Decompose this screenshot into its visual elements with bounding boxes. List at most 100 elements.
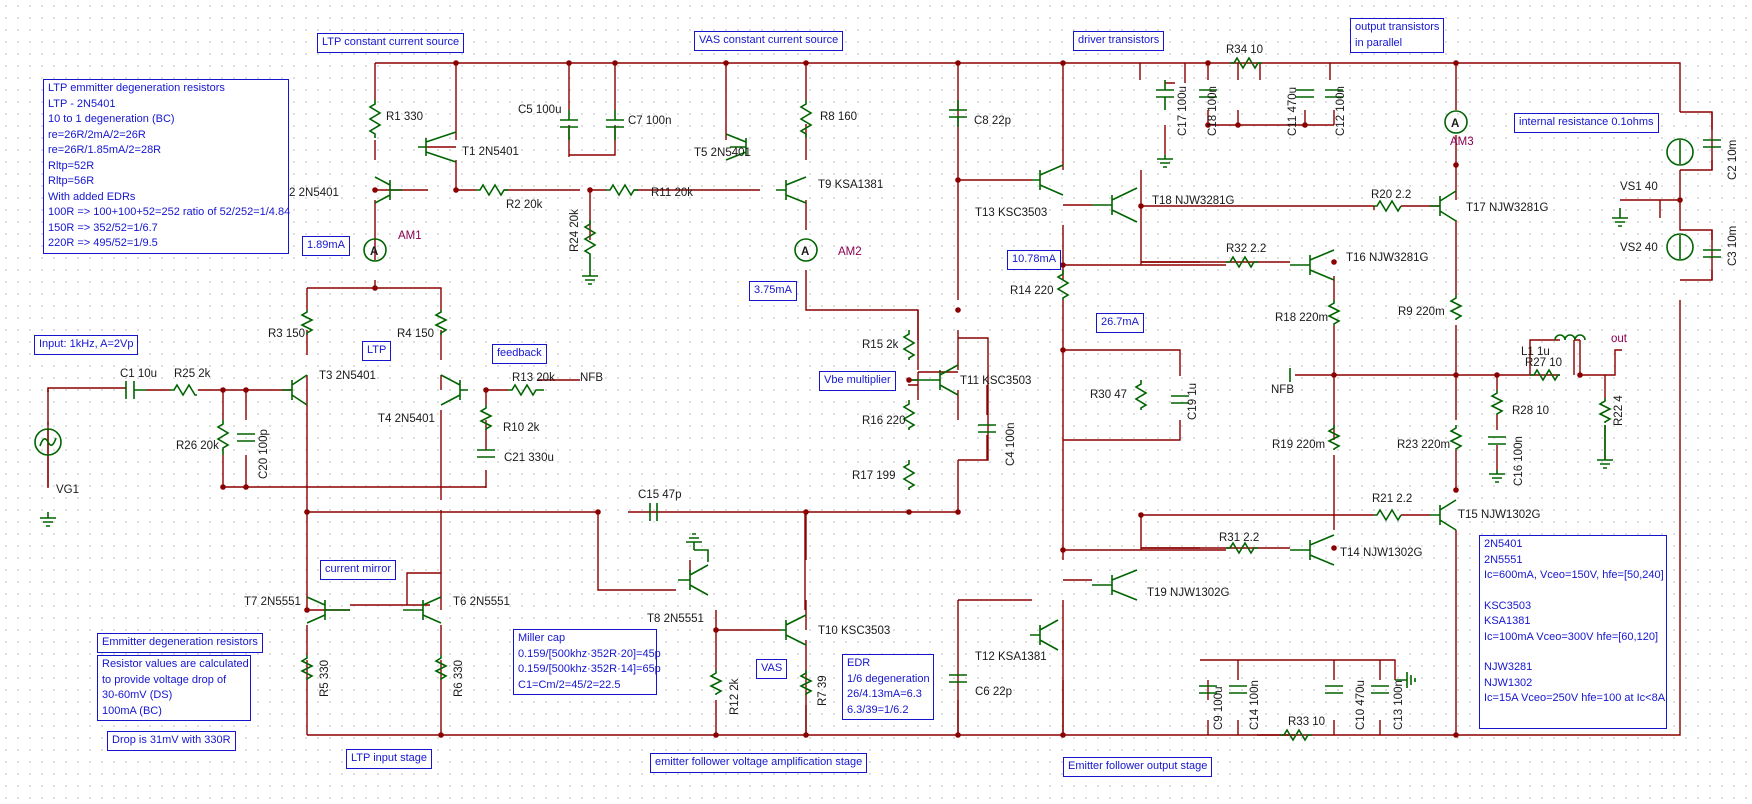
label-c20: C20 100p — [258, 429, 270, 479]
resistor-r26 — [216, 420, 230, 455]
label-c16: C16 100n — [1513, 436, 1525, 486]
resistor-r12 — [709, 670, 723, 695]
note-line — [1484, 584, 1662, 599]
transistor-t6 — [403, 596, 442, 624]
transistor-t16 — [1290, 249, 1335, 281]
label-r2: R2 20k — [506, 199, 543, 211]
label-c3: C3 10m — [1727, 226, 1739, 266]
note-line: LTP - 2N5401 — [48, 97, 116, 110]
transistor-t3 — [282, 374, 308, 406]
label-c21: C21 330u — [504, 452, 554, 464]
label-r22: R22 4 — [1613, 395, 1625, 426]
label-r27: R27 10 — [1525, 357, 1562, 369]
resistor-r14 — [1056, 270, 1070, 300]
note-line: Rltp=56R — [48, 175, 95, 187]
label-r19: R19 220m — [1272, 439, 1325, 451]
resistor-r6 — [434, 655, 448, 680]
svg-text:A: A — [1451, 118, 1459, 130]
resistor-r24 — [582, 220, 598, 285]
capacitor-c15 — [649, 503, 658, 521]
transistor-t5 — [725, 133, 747, 161]
note-line: 100R => 100+100+52=252 ratio of 52/252=1… — [48, 206, 291, 218]
note-line: 26/4.13mA=6.3 — [847, 688, 922, 700]
label-r28: R28 10 — [1512, 405, 1549, 417]
transistor-t17 — [1430, 190, 1457, 222]
note-line: NJW1302 — [1484, 676, 1533, 689]
note-line: Resistor values are calculated — [102, 658, 249, 670]
ground-icon — [1612, 208, 1628, 227]
note-line: Ic=15A Vceo=250V hfe=100 at Ic<8A — [1484, 692, 1666, 704]
label-c11: C11 470u — [1287, 87, 1299, 136]
note-line: 2N5401 — [1484, 538, 1523, 550]
label-t6: T6 2N5551 — [453, 596, 510, 608]
label-vg1: VG1 — [56, 484, 79, 496]
note-line: C1=Cm/2=45/2=22.5 — [518, 678, 621, 691]
label-ltp-constant-current-source: LTP constant current source — [317, 33, 465, 53]
label-r33: R33 10 — [1288, 716, 1325, 728]
resistor-r25 — [170, 383, 197, 397]
capacitor-c2 — [1703, 139, 1721, 148]
capacitor-c13 — [1371, 685, 1389, 694]
note-line: 30-60mV (DS) — [102, 689, 173, 701]
resistor-r8 — [799, 100, 813, 138]
label-r15: R15 2k — [862, 339, 899, 351]
capacitor-c4 — [978, 424, 996, 433]
transistor-t10 — [780, 614, 807, 646]
label-t17: T17 NJW3281G — [1466, 202, 1549, 214]
resistor-r18 — [1327, 300, 1341, 325]
label-c17: C17 100u — [1177, 86, 1189, 136]
label-input: Input: 1kHz, A=2Vp — [34, 335, 139, 355]
wires — [47, 62, 1713, 736]
label-ltp: LTP — [362, 341, 392, 361]
resistor-r5 — [300, 655, 314, 680]
note-line: 0.159/[500khz·352R·14]=65p — [518, 663, 661, 675]
capacitor-c10 — [1325, 685, 1343, 694]
label-ef-vas-stage: emitter follower voltage amplification s… — [650, 753, 868, 773]
note-line — [1484, 645, 1662, 660]
note-line: Rltp=52R — [48, 159, 95, 172]
label-vas: VAS — [756, 659, 788, 679]
label-r3: R3 150 — [268, 328, 305, 340]
label-t7: T7 2N5551 — [244, 596, 301, 608]
label-vs2: VS2 40 — [1620, 242, 1658, 254]
components: A A A — [34, 56, 1721, 742]
label-am2: AM2 — [838, 246, 862, 258]
label-r11: R11 20k — [651, 187, 693, 199]
resistor-r22 — [1597, 398, 1613, 469]
note-line: re=26R/2mA/2=26R — [48, 128, 146, 141]
transistor-t8 — [678, 549, 709, 596]
note-line: 2N5551 — [1484, 553, 1523, 566]
transistor-t1 — [418, 131, 457, 163]
label-r30: R30 47 — [1090, 389, 1127, 401]
note-line: 6.3/39=1/6.2 — [847, 703, 909, 716]
note-edr: EDR 1/6 degeneration 26/4.13mA=6.3 6.3/3… — [842, 654, 934, 720]
label-c15: C15 47p — [638, 489, 681, 501]
resistor-r16 — [902, 400, 916, 430]
label-r5: R5 330 — [319, 660, 331, 697]
resistor-r13 — [508, 383, 544, 397]
capacitor-c18 — [1199, 89, 1217, 98]
capacitor-c11 — [1296, 89, 1314, 98]
output-transistors-line-2: in parallel — [1355, 36, 1403, 49]
label-r25: R25 2k — [174, 368, 211, 380]
note-line: 150R => 352/52=1/6.7 — [48, 221, 158, 234]
label-current-mirror: current mirror — [320, 560, 397, 580]
capacitor-c14 — [1229, 685, 1247, 694]
note-line: LTP emmitter degeneration resistors — [48, 82, 225, 94]
label-out: out — [1611, 333, 1628, 345]
ground-icon — [40, 512, 56, 527]
ground-icon — [1157, 155, 1173, 168]
label-r7: R7 39 — [817, 675, 829, 706]
label-t18: T18 NJW3281G — [1152, 195, 1235, 207]
resistor-r27 — [1530, 368, 1560, 382]
transistor-t9 — [776, 176, 807, 204]
resistor-r33 — [1280, 728, 1312, 742]
transistor-t12 — [1030, 619, 1059, 651]
note-line: to provide voltage drop of — [102, 673, 227, 686]
label-ltp-input-stage: LTP input stage — [346, 749, 433, 769]
label-c2: C2 10m — [1727, 140, 1739, 180]
ammeter-am1-icon: A — [363, 238, 387, 262]
label-r1: R1 330 — [386, 111, 423, 123]
transistor-t19 — [1092, 569, 1138, 601]
ammeter-am2-icon: A — [794, 238, 818, 262]
